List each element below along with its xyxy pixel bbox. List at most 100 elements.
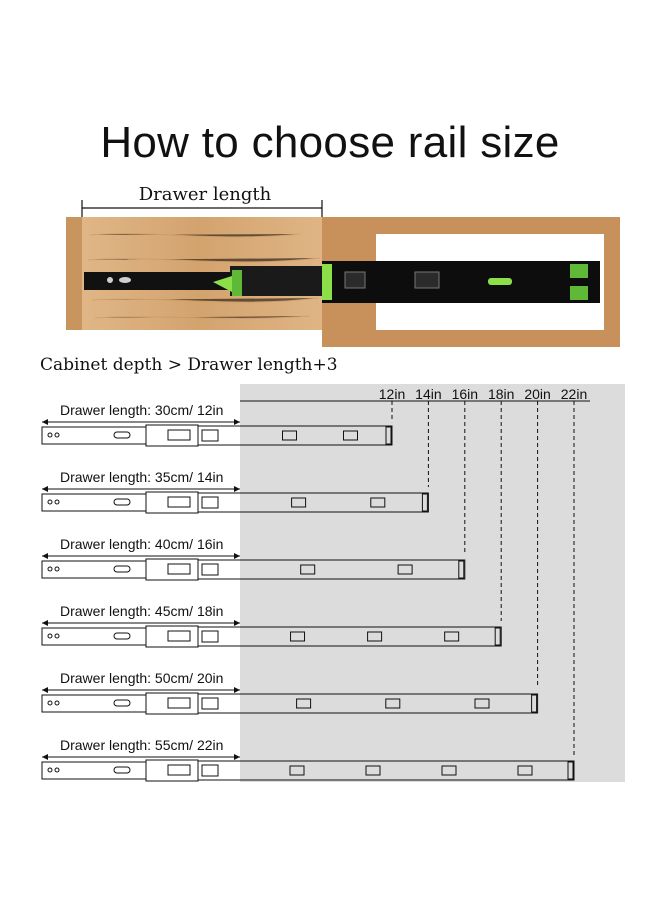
- rail-hole: [54, 566, 60, 572]
- drawer-length-text: Drawer length: 55cm/ 22in: [60, 737, 223, 753]
- rail-mount-hole: [397, 564, 413, 575]
- page-title: How to choose rail size: [100, 118, 560, 167]
- rail-mount-hole: [300, 564, 316, 575]
- cabinet-depth-rule: Cabinet depth > Drawer length+3: [40, 355, 338, 375]
- arrow-head-right: [234, 486, 240, 492]
- green-latch: [488, 278, 512, 285]
- rail-end-cap: [494, 627, 501, 646]
- rail-mount-hole: [290, 631, 306, 642]
- rail-slot: [113, 431, 131, 439]
- rail-hole: [54, 633, 60, 639]
- rail-bracket: [201, 496, 219, 509]
- drawer-length-text: Drawer length: 35cm/ 14in: [60, 469, 223, 485]
- inch-label-14in: 14in: [415, 386, 441, 402]
- rail-bracket: [201, 429, 219, 442]
- chart-shade: [240, 384, 625, 782]
- rail-row: Drawer length: 35cm/ 14in: [41, 469, 429, 514]
- rail-hole: [54, 767, 60, 773]
- rail-hole: [54, 499, 60, 505]
- rail-mount-hole: [385, 698, 401, 709]
- rail-mount-hole: [441, 765, 457, 776]
- arrow-head-left: [42, 620, 48, 626]
- rail-end-cap: [531, 694, 538, 713]
- drawer-length-label: Drawer length: [138, 184, 272, 205]
- wood-drawer-edge: [66, 217, 82, 330]
- inch-label-18in: 18in: [488, 386, 514, 402]
- rail-mount-hole: [365, 765, 381, 776]
- rail-hole: [54, 432, 60, 438]
- drawer-length-text: Drawer length: 45cm/ 18in: [60, 603, 223, 619]
- rail-slot: [113, 699, 131, 707]
- rail-hole: [47, 499, 53, 505]
- rail-mount-hole: [291, 497, 307, 508]
- rail-hole: [47, 432, 53, 438]
- arrow-head-left: [42, 687, 48, 693]
- rail-outer-segment: [197, 626, 502, 647]
- rail-hole: [47, 700, 53, 706]
- rail-row: Drawer length: 45cm/ 18in: [41, 603, 502, 648]
- rail-mount-hole: [517, 765, 533, 776]
- inch-label-12in: 12in: [379, 386, 405, 402]
- arrow-head-left: [42, 754, 48, 760]
- rail-slot: [113, 766, 131, 774]
- rail-bracket: [201, 630, 219, 643]
- rail-hole: [47, 767, 53, 773]
- rail-middle-member: [230, 266, 330, 296]
- rail-outer-segment: [197, 425, 393, 446]
- rail-bracket: [167, 697, 191, 709]
- arrow-head-right: [234, 620, 240, 626]
- inch-label-20in: 20in: [524, 386, 550, 402]
- rail-row: Drawer length: 55cm/ 22in: [41, 737, 575, 782]
- rail-mount-hole: [282, 430, 297, 441]
- rail-size-chart: 12in 14in 16in 18in 20in 22in Drawer length: …: [41, 384, 625, 782]
- arrow-head-left: [42, 486, 48, 492]
- rail-row: Drawer length: 50cm/ 20in: [41, 670, 539, 715]
- rail-photo: [66, 200, 620, 347]
- arrow-head-right: [234, 687, 240, 693]
- rail-inner-member: [84, 272, 232, 290]
- rail-row: Drawer length: 30cm/ 12in: [41, 402, 393, 447]
- rail-mount-hole: [444, 631, 460, 642]
- rail-bracket: [201, 563, 219, 576]
- rail-bracket: [167, 563, 191, 575]
- drawer-length-text: Drawer length: 30cm/ 12in: [60, 402, 223, 418]
- rail-bracket: [201, 697, 219, 710]
- rail-end-cap: [567, 761, 574, 780]
- rail-end-cap: [385, 426, 392, 445]
- rail-bracket: [167, 764, 191, 776]
- rail-slot: [113, 632, 131, 640]
- drawer-length-text: Drawer length: 40cm/ 16in: [60, 536, 223, 552]
- green-clip: [213, 276, 232, 292]
- inch-label-22in: 22in: [561, 386, 587, 402]
- rail-end-cap: [421, 493, 428, 512]
- rail-outer-segment: [197, 559, 466, 580]
- rail-mount-hole: [370, 497, 386, 508]
- rail-hole: [47, 566, 53, 572]
- rail-slot: [113, 498, 131, 506]
- rail-bracket: [167, 496, 191, 508]
- inch-label-16in: 16in: [452, 386, 478, 402]
- arrow-head-right: [234, 419, 240, 425]
- rail-hole: [54, 700, 60, 706]
- arrow-head-right: [234, 754, 240, 760]
- rail-mount-hole: [289, 765, 305, 776]
- rail-outer-segment: [197, 693, 539, 714]
- rail-mount-hole: [343, 430, 358, 441]
- rail-bracket: [167, 630, 191, 642]
- rail-outer-segment: [197, 492, 429, 513]
- arrow-head-left: [42, 419, 48, 425]
- rail-slot: [113, 565, 131, 573]
- drawer-length-text: Drawer length: 50cm/ 20in: [60, 670, 223, 686]
- rail-bracket: [167, 429, 191, 441]
- arrow-head-right: [234, 553, 240, 559]
- rail-row: Drawer length: 40cm/ 16in: [41, 536, 466, 581]
- rail-mount-hole: [474, 698, 490, 709]
- rail-outer-segment: [197, 760, 575, 781]
- rail-end-cap: [458, 560, 465, 579]
- rail-mount-hole: [367, 631, 383, 642]
- rail-hole: [47, 633, 53, 639]
- rail-mount-hole: [296, 698, 312, 709]
- rail-outer-member: [322, 261, 600, 303]
- arrow-head-left: [42, 553, 48, 559]
- rail-bracket: [201, 764, 219, 777]
